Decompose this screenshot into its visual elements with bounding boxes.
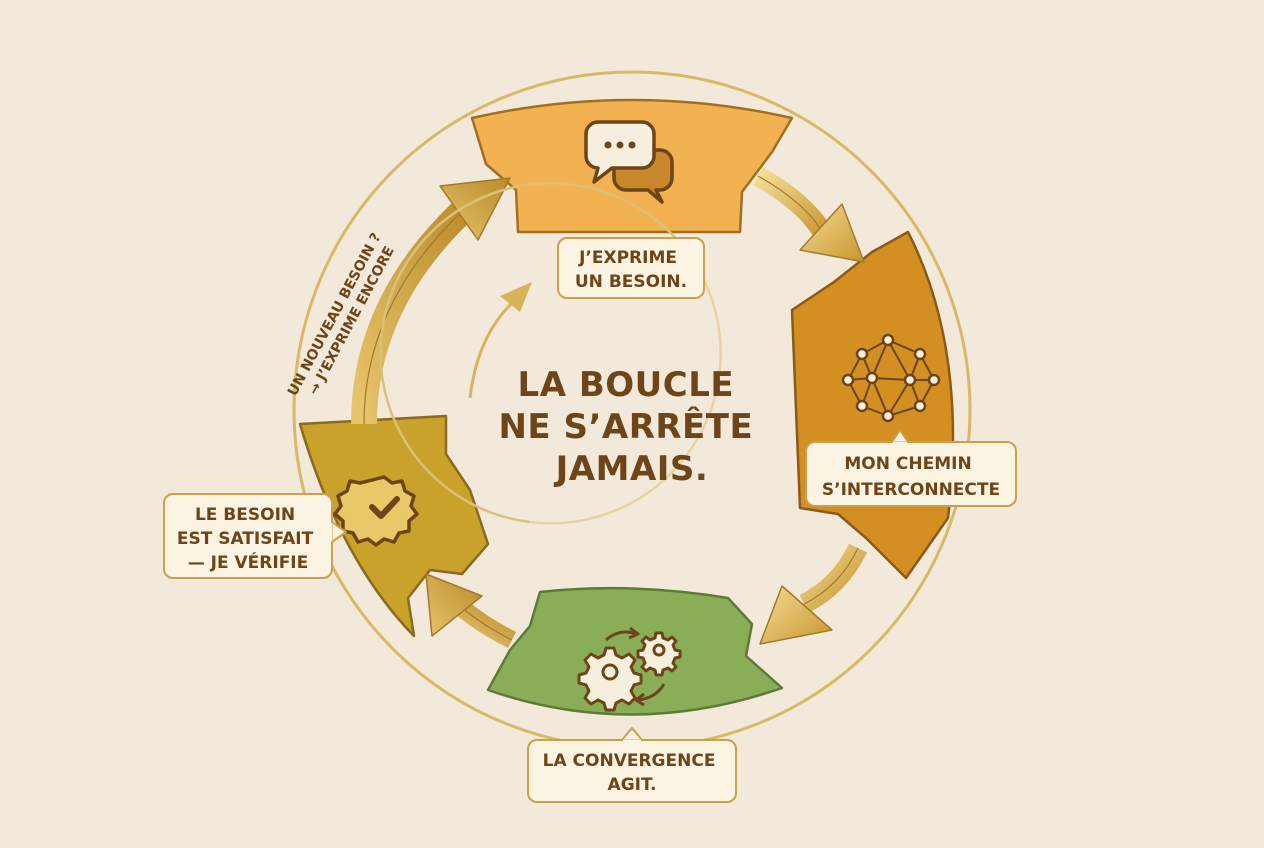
network-icon [841, 333, 941, 423]
step-1-segment [470, 98, 794, 234]
step-3-label: LA CONVERGENCE AGIT. [527, 727, 737, 803]
svg-text:MON CHEMIN S’INTERCONNEC: MON CHEMIN S’INTERCONNECTE [822, 454, 1000, 500]
step-2-label: MON CHEMIN S’INTERCONNECTE [805, 429, 1017, 507]
svg-text:LA CONVERGENCE AGIT.: LA CONVERGENCE AGIT. [543, 751, 722, 795]
arrow-step1-to-step2 [753, 167, 865, 263]
svg-text:J’EXPRIME UN BESOIN.: J’EXPRIME UN BESOIN. [575, 248, 687, 292]
arrow-step2-to-step3 [759, 543, 868, 645]
center-title: LA BOUCLE NE S’ARRÊTE JAMAIS. [498, 365, 765, 489]
speech-bubbles-icon [584, 120, 674, 204]
step-4-segment [298, 414, 490, 638]
step-2-segment [790, 230, 955, 580]
step-3-segment [486, 586, 784, 716]
arrow-step3-to-step4 [425, 573, 517, 649]
svg-text:LE BESOIN EST SATISFAIT: LE BESOIN EST SATISFAIT — JE VÉRIFIE [177, 505, 319, 573]
inner-loop [379, 182, 722, 525]
arrow-step4-to-step1 [351, 177, 511, 425]
inner-loop-arrowhead [500, 282, 532, 312]
step-4-label: LE BESOIN EST SATISFAIT — JE VÉRIFIE [163, 493, 347, 579]
gears-icon [577, 626, 682, 712]
check-badge-icon [333, 475, 419, 547]
step-1-label: J’EXPRIME UN BESOIN. [557, 237, 705, 299]
